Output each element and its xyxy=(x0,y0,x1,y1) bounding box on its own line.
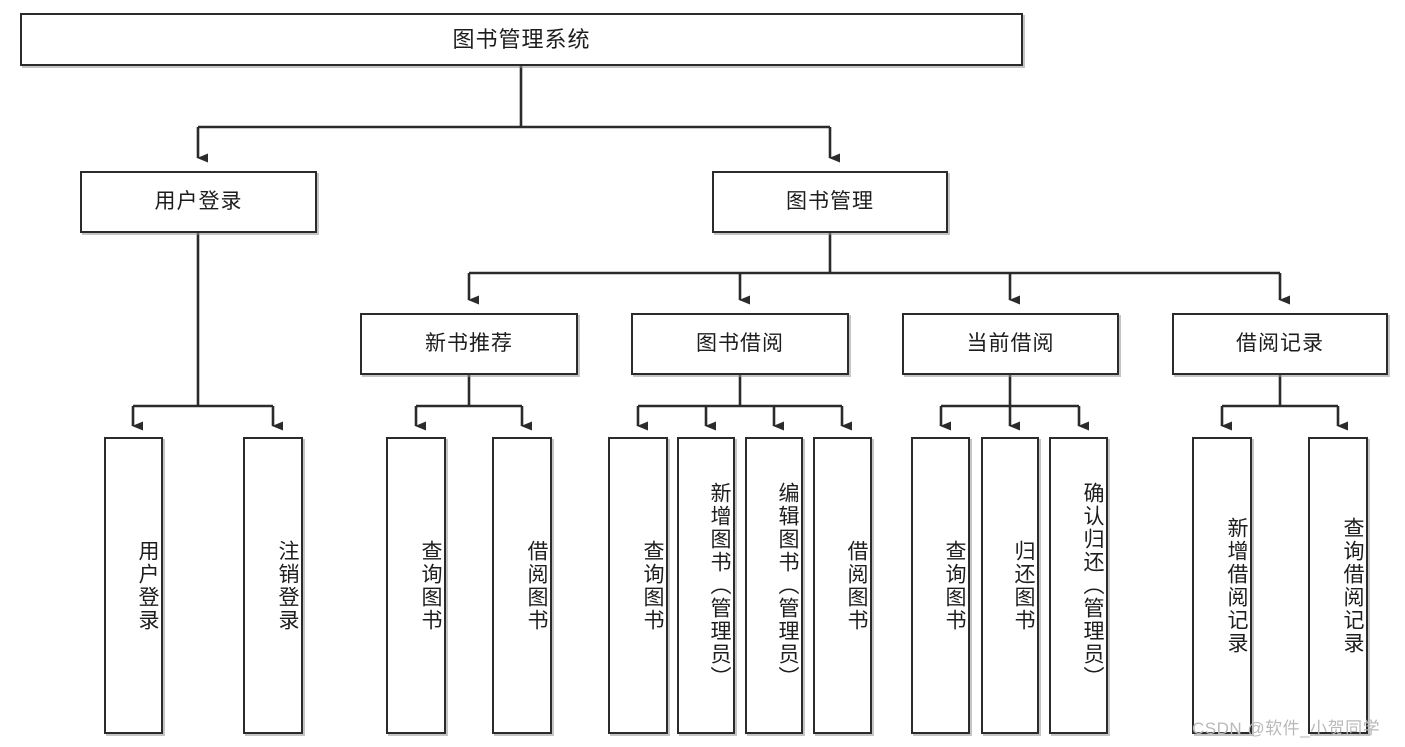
node-label: 确认归还（管理员） xyxy=(1081,482,1104,689)
node-leaf-return-book[interactable]: 归还图书 xyxy=(981,437,1039,734)
node-label: 借阅图书 xyxy=(525,539,548,632)
node-leaf-edit-book[interactable]: 编辑图书（管理员） xyxy=(745,437,803,734)
node-leaf-user-login[interactable]: 用户登录 xyxy=(104,437,163,734)
node-user-login[interactable]: 用户登录 xyxy=(80,171,317,233)
node-label: 新增图书（管理员） xyxy=(708,482,731,689)
node-borrow-record[interactable]: 借阅记录 xyxy=(1172,313,1388,375)
node-leaf-borrow-book-1[interactable]: 借阅图书 xyxy=(492,437,552,734)
node-label: 注销登录 xyxy=(276,539,299,632)
node-leaf-query-book-3[interactable]: 查询图书 xyxy=(911,437,970,734)
node-label: 借阅图书 xyxy=(845,539,868,632)
watermark-text: CSDN @软件_小贺同学 xyxy=(1192,719,1381,738)
node-label: 查询图书 xyxy=(419,539,442,632)
node-leaf-query-book-1[interactable]: 查询图书 xyxy=(386,437,446,734)
node-root[interactable]: 图书管理系统 xyxy=(20,13,1023,66)
node-leaf-query-book-2[interactable]: 查询图书 xyxy=(608,437,668,734)
node-book-borrow[interactable]: 图书借阅 xyxy=(631,313,849,375)
node-leaf-add-record[interactable]: 新增借阅记录 xyxy=(1192,437,1252,734)
node-label: 编辑图书（管理员） xyxy=(776,482,799,689)
node-label: 用户登录 xyxy=(136,539,159,632)
node-label: 查询图书 xyxy=(943,539,966,632)
node-new-book-recommend[interactable]: 新书推荐 xyxy=(360,313,578,375)
node-leaf-confirm-return[interactable]: 确认归还（管理员） xyxy=(1049,437,1108,734)
node-leaf-query-record[interactable]: 查询借阅记录 xyxy=(1308,437,1368,734)
node-leaf-add-book[interactable]: 新增图书（管理员） xyxy=(677,437,735,734)
node-leaf-borrow-book-2[interactable]: 借阅图书 xyxy=(813,437,872,734)
node-current-borrow[interactable]: 当前借阅 xyxy=(902,313,1119,375)
node-label: 归还图书 xyxy=(1012,539,1035,632)
node-book-manage[interactable]: 图书管理 xyxy=(712,171,948,233)
node-label: 查询借阅记录 xyxy=(1341,516,1364,655)
node-leaf-user-logout[interactable]: 注销登录 xyxy=(243,437,303,734)
node-label: 查询图书 xyxy=(641,539,664,632)
node-label: 新增借阅记录 xyxy=(1225,516,1248,655)
